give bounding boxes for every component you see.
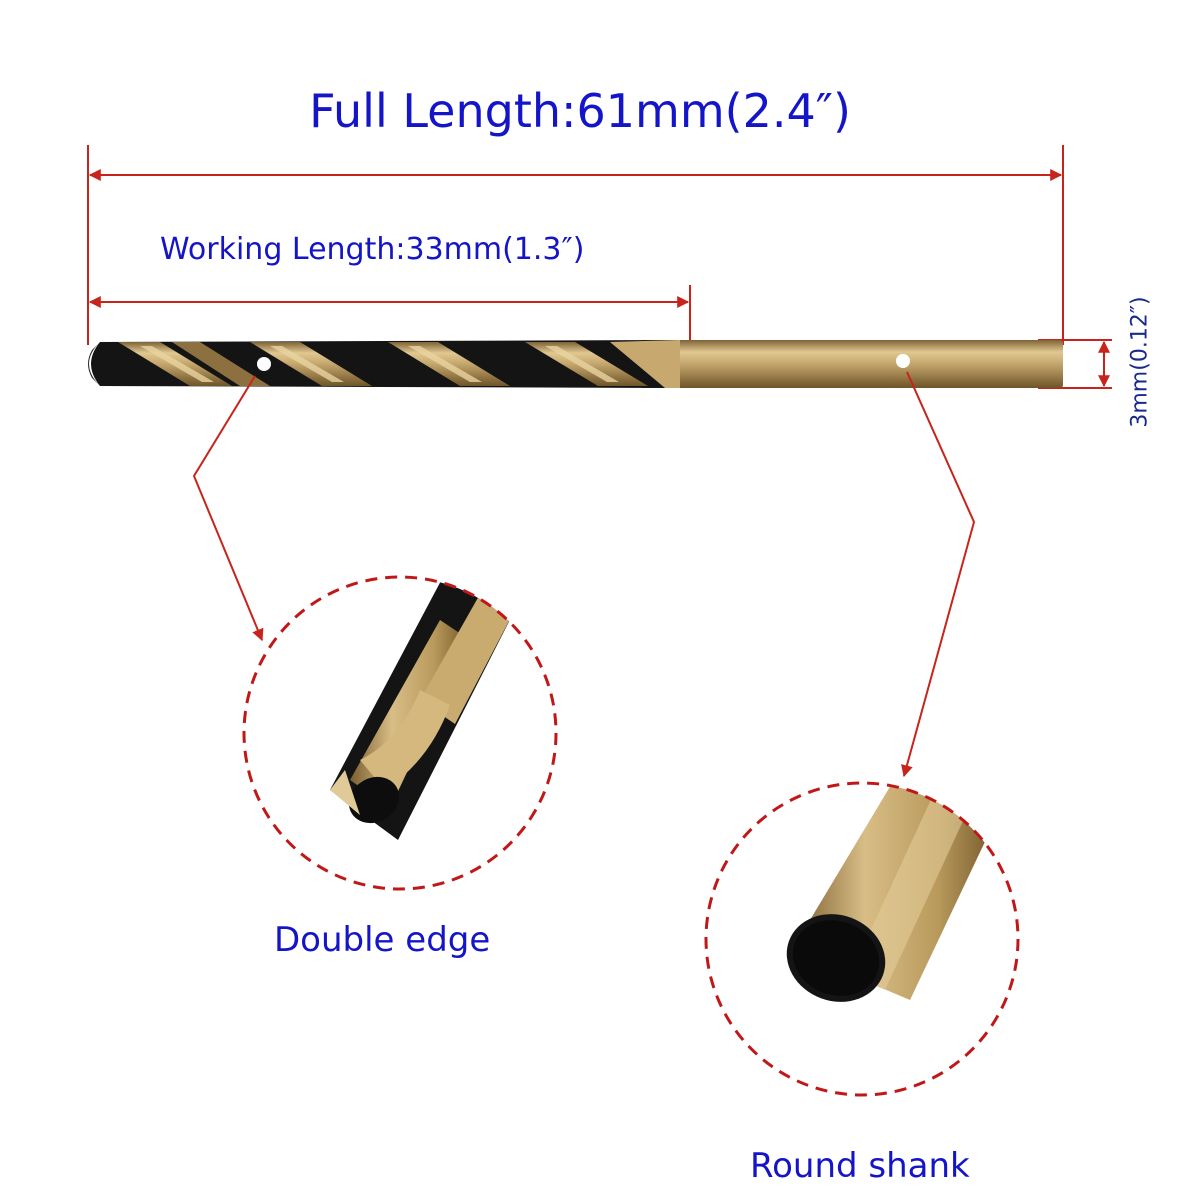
round-shank-zoom — [704, 781, 1020, 1097]
working-length-dimension — [88, 285, 691, 340]
working-length-label: Working Length:33mm(1.3″) — [160, 232, 585, 267]
diameter-label: 3mm(0.12″) — [1127, 296, 1153, 428]
full-length-dimension — [87, 145, 1064, 345]
double-edge-zoom — [242, 575, 558, 891]
full-length-label: Full Length:61mm(2.4″) — [309, 84, 851, 138]
drill-bit — [88, 340, 1063, 388]
double-edge-label: Double edge — [274, 920, 491, 960]
round-shank-label: Round shank — [750, 1146, 970, 1186]
callout-lines — [192, 371, 976, 778]
